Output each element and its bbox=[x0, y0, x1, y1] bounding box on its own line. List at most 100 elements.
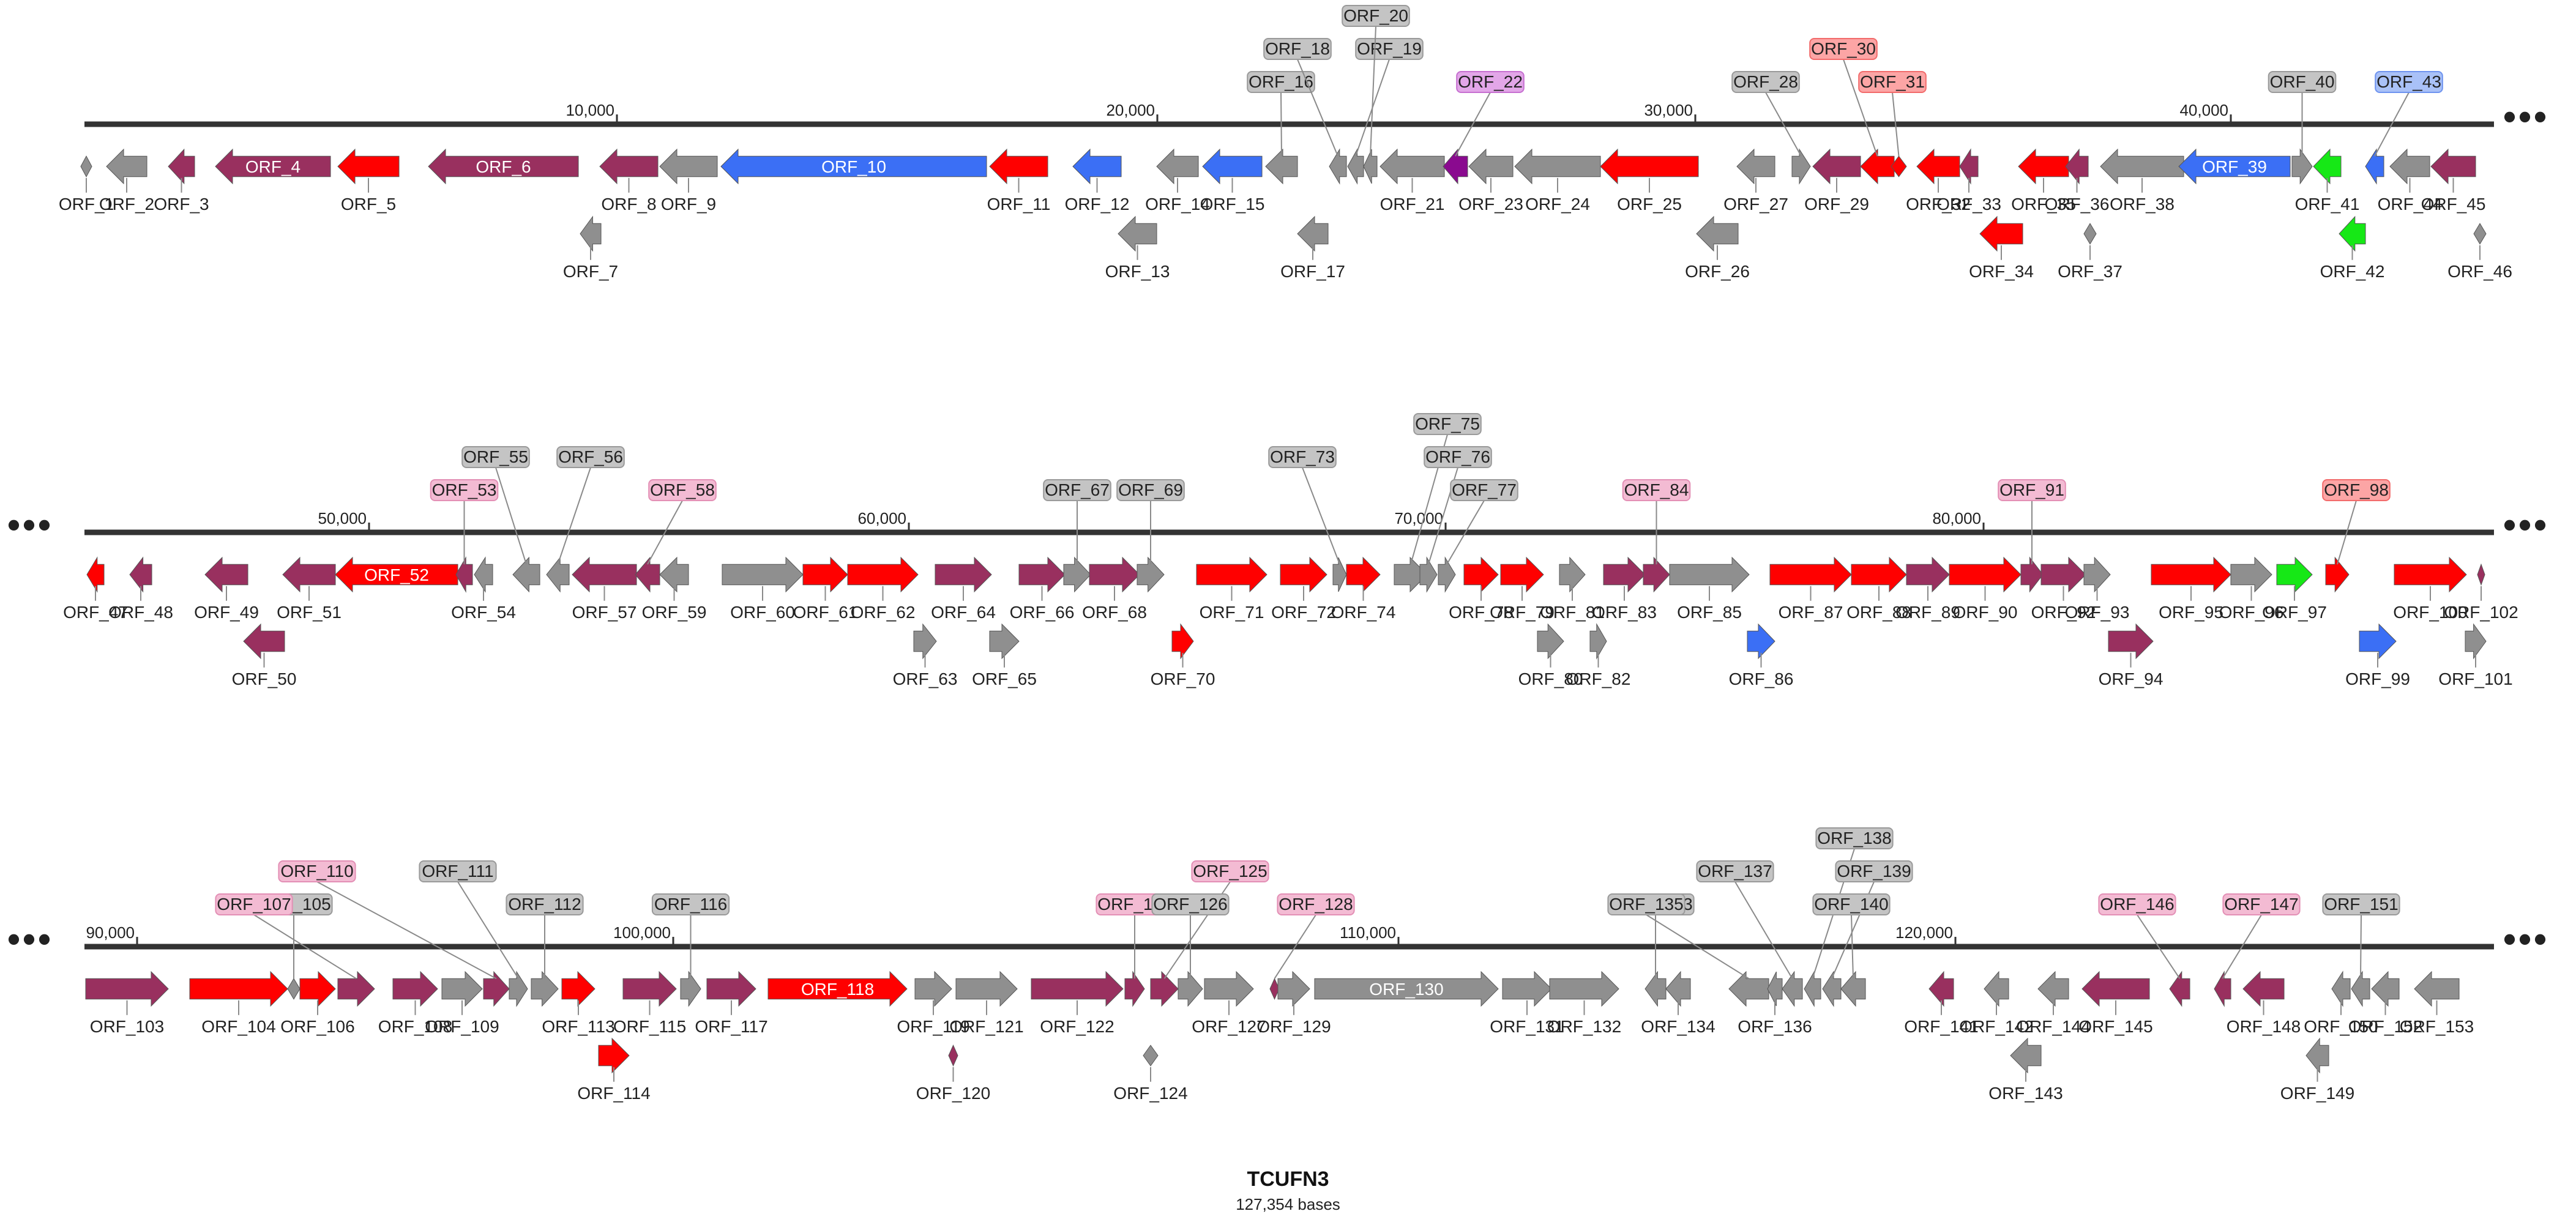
orf-arrow[interactable] bbox=[1767, 971, 1783, 1007]
orf-100[interactable]: ORF_100 bbox=[2393, 556, 2468, 622]
orf-120[interactable]: ORF_120 bbox=[916, 1044, 990, 1103]
orf-arrow[interactable] bbox=[706, 971, 756, 1007]
orf-56[interactable]: ORF_56 bbox=[546, 446, 625, 593]
orf-22[interactable]: ORF_22 bbox=[1443, 71, 1525, 185]
orf-arrow[interactable] bbox=[1500, 556, 1544, 593]
orf-26[interactable]: ORF_26 bbox=[1685, 215, 1750, 281]
orf-arrow[interactable] bbox=[1949, 556, 2022, 593]
orf-arrow[interactable] bbox=[2100, 148, 2184, 185]
orf-arrow[interactable] bbox=[2081, 971, 2150, 1007]
orf-arrow[interactable] bbox=[598, 1037, 630, 1074]
orf-144[interactable]: ORF_144 bbox=[2016, 971, 2091, 1036]
orf-73[interactable]: ORF_73 bbox=[1268, 446, 1347, 592]
orf-arrow[interactable] bbox=[2230, 556, 2272, 593]
orf-25[interactable]: ORF_25 bbox=[1600, 148, 1699, 214]
orf-arrow[interactable] bbox=[1118, 215, 1157, 252]
orf-arrow[interactable] bbox=[2065, 148, 2089, 185]
orf-108[interactable]: ORF_108 bbox=[378, 971, 452, 1036]
orf-74[interactable]: ORF_74 bbox=[1331, 556, 1396, 622]
orf-arrow[interactable] bbox=[2108, 623, 2154, 660]
orf-42[interactable]: ORF_42 bbox=[2320, 215, 2385, 281]
orf-arrow[interactable] bbox=[1178, 971, 1203, 1007]
orf-140[interactable]: ORF_140 bbox=[1812, 893, 1891, 1007]
orf-129[interactable]: ORF_129 bbox=[1256, 971, 1331, 1036]
orf-arrow[interactable] bbox=[2339, 215, 2366, 252]
orf-13[interactable]: ORF_13 bbox=[1105, 215, 1170, 281]
orf-arrow[interactable] bbox=[428, 148, 579, 185]
orf-arrow[interactable] bbox=[1196, 556, 1267, 593]
orf-arrow[interactable] bbox=[1782, 971, 1803, 1007]
orf-arrow[interactable] bbox=[1643, 556, 1670, 593]
orf-arrow[interactable] bbox=[299, 971, 336, 1007]
orf-arrow[interactable] bbox=[561, 971, 595, 1007]
orf-2[interactable]: ORF_2 bbox=[99, 148, 154, 214]
orf-153[interactable]: ORF_153 bbox=[2400, 971, 2474, 1036]
orf-101[interactable]: ORF_101 bbox=[2438, 623, 2513, 688]
orf-arrow[interactable] bbox=[85, 971, 169, 1007]
orf-141[interactable]: ORF_141 bbox=[1904, 971, 1979, 1036]
orf-104[interactable]: ORF_104 bbox=[189, 971, 288, 1036]
orf-111[interactable]: ORF_111 bbox=[419, 860, 528, 1007]
orf-arrow[interactable] bbox=[622, 971, 677, 1007]
orf-arrow[interactable] bbox=[1072, 148, 1122, 185]
orf-3[interactable]: ORF_3 bbox=[154, 148, 209, 214]
orf-66[interactable]: ORF_66 bbox=[1010, 556, 1075, 622]
orf-19[interactable]: ORF_19 bbox=[1347, 38, 1424, 185]
orf-arrow[interactable] bbox=[1891, 155, 1907, 177]
orf-60[interactable]: ORF_60 bbox=[722, 556, 804, 622]
orf-arrow[interactable] bbox=[767, 971, 908, 1007]
orf-arrow[interactable] bbox=[1150, 971, 1179, 1007]
orf-152[interactable]: ORF_152 bbox=[2348, 971, 2422, 1036]
orf-arrow[interactable] bbox=[2389, 148, 2430, 185]
orf-96[interactable]: ORF_96 bbox=[2219, 556, 2284, 622]
orf-arrow[interactable] bbox=[1463, 556, 1499, 593]
orf-29[interactable]: ORF_29 bbox=[1804, 148, 1869, 214]
orf-arrow[interactable] bbox=[2359, 623, 2397, 660]
orf-arrow[interactable] bbox=[948, 1044, 958, 1067]
orf-arrow[interactable] bbox=[2242, 971, 2285, 1007]
orf-81[interactable]: ORF_81 bbox=[1540, 556, 1605, 622]
orf-arrow[interactable] bbox=[455, 556, 473, 593]
orf-arrow[interactable] bbox=[1728, 971, 1769, 1007]
orf-arrow[interactable] bbox=[1031, 971, 1124, 1007]
orf-arrow[interactable] bbox=[1696, 215, 1739, 252]
orf-95[interactable]: ORF_95 bbox=[2151, 556, 2231, 622]
orf-arrow[interactable] bbox=[1297, 215, 1329, 252]
orf-34[interactable]: ORF_34 bbox=[1969, 215, 2034, 281]
orf-139[interactable]: ORF_139 bbox=[1822, 860, 1913, 1007]
orf-92[interactable]: ORF_92 bbox=[2031, 556, 2096, 622]
orf-109[interactable]: ORF_109 bbox=[425, 971, 499, 1036]
orf-arrow[interactable] bbox=[659, 148, 718, 185]
orf-145[interactable]: ORF_145 bbox=[2078, 971, 2153, 1036]
orf-78[interactable]: ORF_78 bbox=[1449, 556, 1514, 622]
orf-75[interactable]: ORF_75 bbox=[1394, 413, 1482, 593]
orf-arrow[interactable] bbox=[1443, 148, 1468, 185]
orf-89[interactable]: ORF_89 bbox=[1895, 556, 1960, 622]
orf-128[interactable]: ORF_128 bbox=[1269, 893, 1355, 1000]
orf-70[interactable]: ORF_70 bbox=[1151, 623, 1215, 688]
orf-28[interactable]: ORF_28 bbox=[1731, 71, 1811, 185]
orf-arrow[interactable] bbox=[1502, 971, 1552, 1007]
orf-arrow[interactable] bbox=[1171, 623, 1194, 660]
orf-44[interactable]: ORF_44 bbox=[2378, 148, 2443, 214]
orf-arrow[interactable] bbox=[2465, 623, 2487, 660]
orf-65[interactable]: ORF_65 bbox=[972, 623, 1037, 688]
orf-arrow[interactable] bbox=[2325, 556, 2350, 593]
orf-arrow[interactable] bbox=[1979, 215, 2023, 252]
orf-arrow[interactable] bbox=[86, 556, 105, 593]
orf-50[interactable]: ORF_50 bbox=[232, 623, 297, 688]
orf-135[interactable]: ORF_135 bbox=[1607, 893, 1769, 1007]
orf-arrow[interactable] bbox=[1438, 556, 1456, 593]
orf-arrow[interactable] bbox=[2214, 971, 2231, 1007]
orf-arrow[interactable] bbox=[1812, 148, 1861, 185]
orf-148[interactable]: ORF_148 bbox=[2227, 971, 2301, 1036]
orf-112[interactable]: ORF_112 bbox=[506, 893, 584, 1007]
orf-arrow[interactable] bbox=[580, 215, 602, 252]
orf-arrow[interactable] bbox=[1329, 148, 1347, 185]
orf-arrow[interactable] bbox=[635, 556, 660, 593]
orf-21[interactable]: ORF_21 bbox=[1379, 148, 1445, 214]
orf-127[interactable]: ORF_127 bbox=[1192, 971, 1266, 1036]
orf-118[interactable]: ORF_118 bbox=[767, 971, 908, 1007]
orf-arrow[interactable] bbox=[1665, 971, 1691, 1007]
orf-46[interactable]: ORF_46 bbox=[2447, 223, 2512, 281]
